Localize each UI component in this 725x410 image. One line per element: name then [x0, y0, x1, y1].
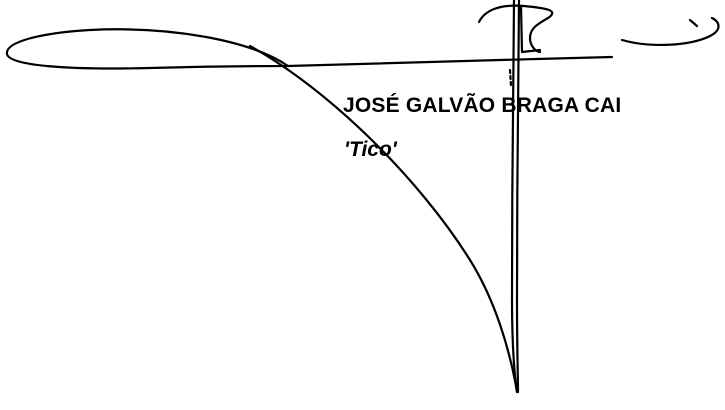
signer-name: JOSÉ GALVÃO BRAGA CAI — [343, 94, 622, 117]
signature-baseline-stroke — [286, 55, 614, 68]
signature-sweep-stroke — [248, 44, 519, 394]
signature-flag-stroke — [477, 4, 554, 54]
signature-right-swoosh-stroke — [620, 16, 720, 47]
signature-dash-stroke — [508, 68, 513, 88]
signature-vertical-double-stroke — [515, 0, 521, 394]
signer-nickname: 'Tico' — [344, 138, 397, 161]
signature-loop-stroke — [5, 28, 290, 70]
signature-tick-stroke — [688, 18, 699, 28]
signature-hook-stroke — [519, 4, 542, 54]
signature-vertical-stroke — [510, 0, 519, 394]
